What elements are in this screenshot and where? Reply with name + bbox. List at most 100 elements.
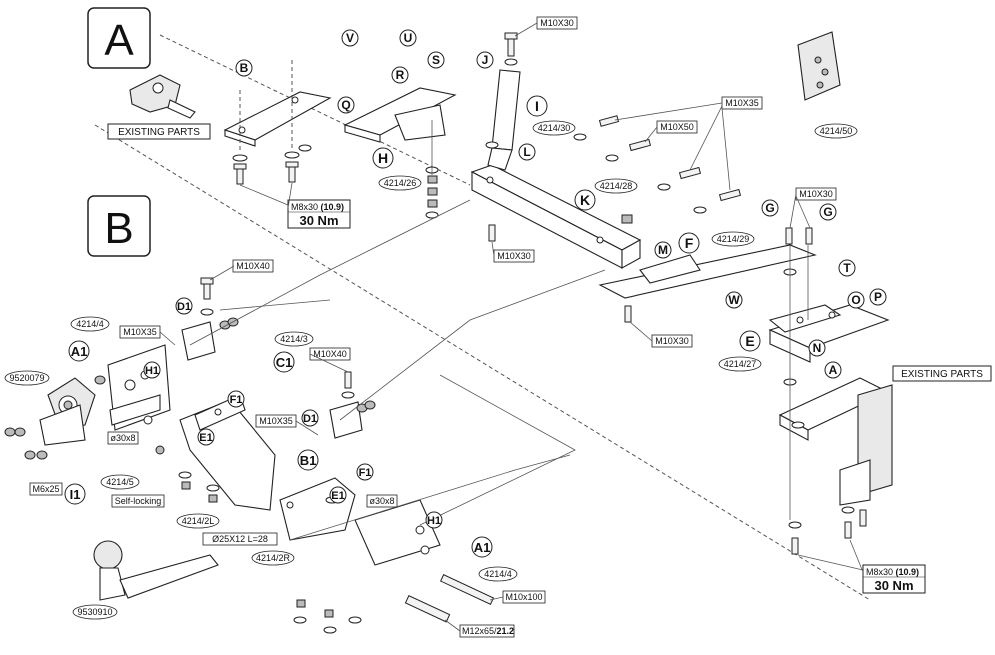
callout-c1: C1 xyxy=(273,351,295,373)
part-4214-50-inset xyxy=(797,31,841,101)
callout-e1-right: E1 xyxy=(329,486,347,504)
callout-a1-right: A1 xyxy=(471,536,493,558)
svg-text:4214/29: 4214/29 xyxy=(717,234,750,244)
svg-text:N: N xyxy=(813,341,822,355)
callout-v: V xyxy=(341,29,359,47)
svg-text:Self-locking: Self-locking xyxy=(115,496,162,506)
spec-m10x30-mid: M10X30 xyxy=(493,249,535,263)
svg-text:M10X40: M10X40 xyxy=(313,349,347,359)
existing-parts-label-right: EXISTING PARTS xyxy=(892,365,992,382)
label-4214-26: 4214/26 xyxy=(378,175,422,191)
svg-text:U: U xyxy=(404,31,413,45)
svg-text:S: S xyxy=(432,53,440,67)
callout-h1-right: H1 xyxy=(425,511,443,529)
svg-text:A: A xyxy=(829,363,838,377)
svg-text:4214/4: 4214/4 xyxy=(484,569,512,579)
bracket-e xyxy=(768,304,890,363)
label-4214-30: 4214/30 xyxy=(532,120,576,136)
svg-text:F: F xyxy=(685,235,694,251)
spec-m12x65: M12x65/21.2 xyxy=(459,624,515,638)
svg-text:4214/30: 4214/30 xyxy=(538,123,571,133)
clamp-d1-lower xyxy=(329,401,363,439)
callout-j: J xyxy=(476,51,494,69)
callout-f: F xyxy=(678,232,700,254)
svg-text:E1: E1 xyxy=(331,490,344,502)
svg-text:4214/4: 4214/4 xyxy=(76,319,104,329)
torque-box-a: M8x30 (10.9) 30 Nm xyxy=(287,199,351,229)
callout-k: K xyxy=(574,189,596,211)
svg-text:EXISTING PARTS: EXISTING PARTS xyxy=(901,369,983,380)
svg-text:ø30x8: ø30x8 xyxy=(110,433,135,443)
spec-m10x40-mid: M10X40 xyxy=(309,347,351,361)
svg-text:I: I xyxy=(535,98,539,114)
callout-q: Q xyxy=(337,96,355,114)
callout-n: N xyxy=(808,339,826,357)
svg-text:D1: D1 xyxy=(303,413,317,425)
side-bracket-f1-left xyxy=(179,394,276,511)
spec-m10x35-mid: M10X35 xyxy=(255,414,297,428)
torque-box-b: M8x30 (10.9) 30 Nm xyxy=(862,564,926,594)
svg-text:H: H xyxy=(378,150,388,166)
clamp-d1-upper xyxy=(181,321,216,361)
callout-p: P xyxy=(869,288,887,306)
callout-s: S xyxy=(427,51,445,69)
svg-text:M10X35: M10X35 xyxy=(123,327,157,337)
svg-text:4214/26: 4214/26 xyxy=(384,178,417,188)
svg-text:J: J xyxy=(482,53,489,67)
crossbar-bolts xyxy=(485,32,742,323)
svg-text:A: A xyxy=(104,16,134,65)
label-4214-2r: 4214/2R xyxy=(251,550,295,566)
bracket-b xyxy=(223,91,332,147)
bracket-a1-left xyxy=(107,344,171,431)
svg-text:4214/3: 4214/3 xyxy=(280,334,308,344)
bracket-i xyxy=(487,69,521,171)
svg-text:R: R xyxy=(396,68,405,82)
svg-text:M10X35: M10X35 xyxy=(725,98,759,108)
label-4214-27: 4214/27 xyxy=(718,356,762,372)
tow-socket-9520079 xyxy=(39,377,96,446)
callout-u: U xyxy=(399,29,417,47)
bracket-a1-right xyxy=(354,499,441,566)
spec-m6x25: M6x25 xyxy=(29,482,63,496)
svg-text:O: O xyxy=(851,293,860,307)
svg-text:30 Nm: 30 Nm xyxy=(874,578,913,593)
svg-text:A1: A1 xyxy=(474,540,491,555)
svg-text:M12x65/21.2: M12x65/21.2 xyxy=(462,626,514,636)
plate-f xyxy=(598,244,817,299)
svg-text:4214/2R: 4214/2R xyxy=(256,553,291,563)
spec-m10x35-top: M10X35 xyxy=(721,96,763,110)
svg-text:P: P xyxy=(874,290,882,304)
label-4214-4-left: 4214/4 xyxy=(70,316,110,332)
section-b-label: B xyxy=(87,195,151,257)
spec-m10x40-upper: M10X40 xyxy=(232,259,274,273)
bracket-q xyxy=(343,87,457,143)
svg-text:M10X35: M10X35 xyxy=(259,416,293,426)
svg-text:D1: D1 xyxy=(177,301,191,313)
label-4214-29: 4214/29 xyxy=(711,231,755,247)
svg-text:K: K xyxy=(580,192,590,208)
svg-text:ø30x8: ø30x8 xyxy=(369,496,394,506)
svg-text:9530910: 9530910 xyxy=(77,607,112,617)
callout-f1-right: F1 xyxy=(356,463,374,481)
svg-text:M10X30: M10X30 xyxy=(497,251,531,261)
callout-w: W xyxy=(725,291,743,309)
svg-text:E: E xyxy=(745,333,754,349)
callout-h: H xyxy=(372,147,394,169)
label-9520079: 9520079 xyxy=(4,370,50,386)
label-4214-2l: 4214/2L xyxy=(176,513,220,529)
svg-text:M10X40: M10X40 xyxy=(236,261,270,271)
spec-m10x30-lower: M10X30 xyxy=(651,334,693,348)
spec-d30x8-right: ø30x8 xyxy=(366,494,398,508)
svg-text:4214/27: 4214/27 xyxy=(724,359,757,369)
svg-text:H1: H1 xyxy=(145,365,159,377)
callout-g1: G xyxy=(761,199,779,217)
callouts: V U R S Q B H J I L K M F G G T W O P E … xyxy=(64,29,887,558)
svg-text:Q: Q xyxy=(341,98,350,112)
svg-text:G: G xyxy=(765,201,774,215)
callout-i1: I1 xyxy=(64,483,86,505)
callout-d1-lower: D1 xyxy=(301,409,319,427)
label-4214-4-right: 4214/4 xyxy=(478,566,518,582)
callout-a1-left: A1 xyxy=(68,340,90,362)
